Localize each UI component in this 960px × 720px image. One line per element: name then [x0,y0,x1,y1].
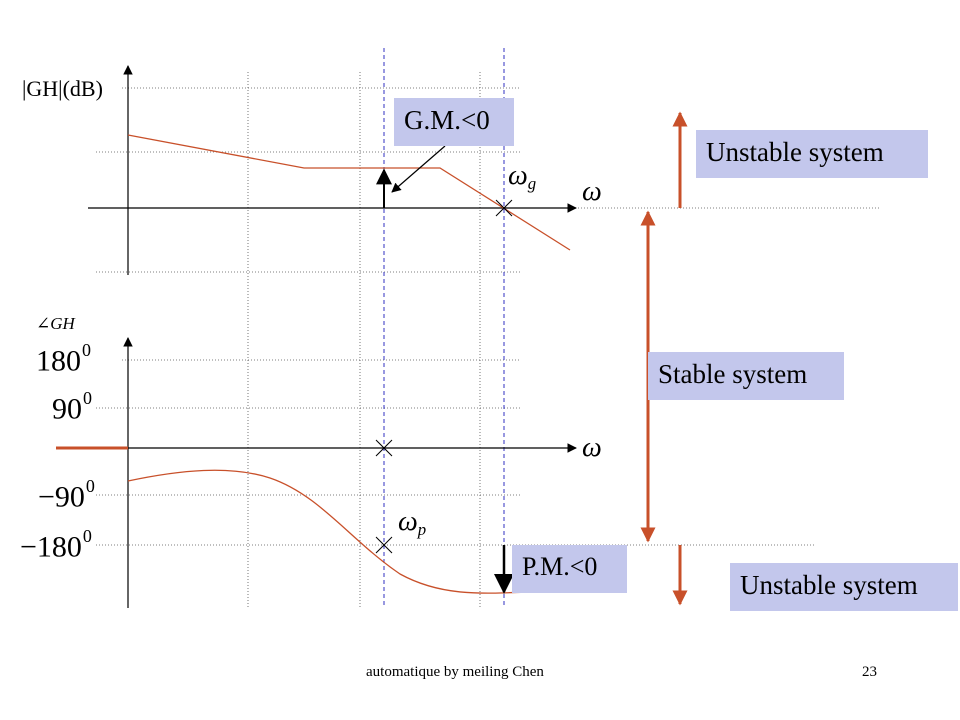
phase-crossover-marker [375,536,393,554]
phase-tick-minus-180: −1800 [20,526,92,564]
lower-unstable-label: Unstable system [730,563,958,611]
upper-unstable-label: Unstable system [696,130,928,178]
crossing-markers [375,199,513,554]
phase-tick-90: 900 [52,388,92,426]
omega-upper-axis-label: ω [582,176,602,207]
phase-tick-180: 1800 [36,340,91,378]
phase-curve [127,469,529,594]
omega-g-label: ωg [508,160,537,193]
region-arrows [640,111,688,606]
axes [88,65,577,608]
footer-author: automatique by meiling Chen [366,664,544,680]
stable-region-label: Stable system [648,352,844,400]
phase-margin-box: P.M.<0 [512,545,627,593]
gain-margin-box: G.M.<0 [394,98,514,146]
phase-tick-minus-90: −900 [38,476,95,514]
footer-page-number: 23 [862,664,877,680]
grid-lines [96,72,880,608]
omega-p-label: ωp [398,506,427,539]
gain-margin-pointer [391,145,446,193]
omega-lower-axis-label: ω [582,432,602,463]
gain-crossover-marker [495,199,513,217]
phase-axis-cross-marker [375,439,393,457]
magnitude-axis-label: |GH|(dB) [22,76,103,101]
phase-axis-label: ∠GH [36,314,75,333]
